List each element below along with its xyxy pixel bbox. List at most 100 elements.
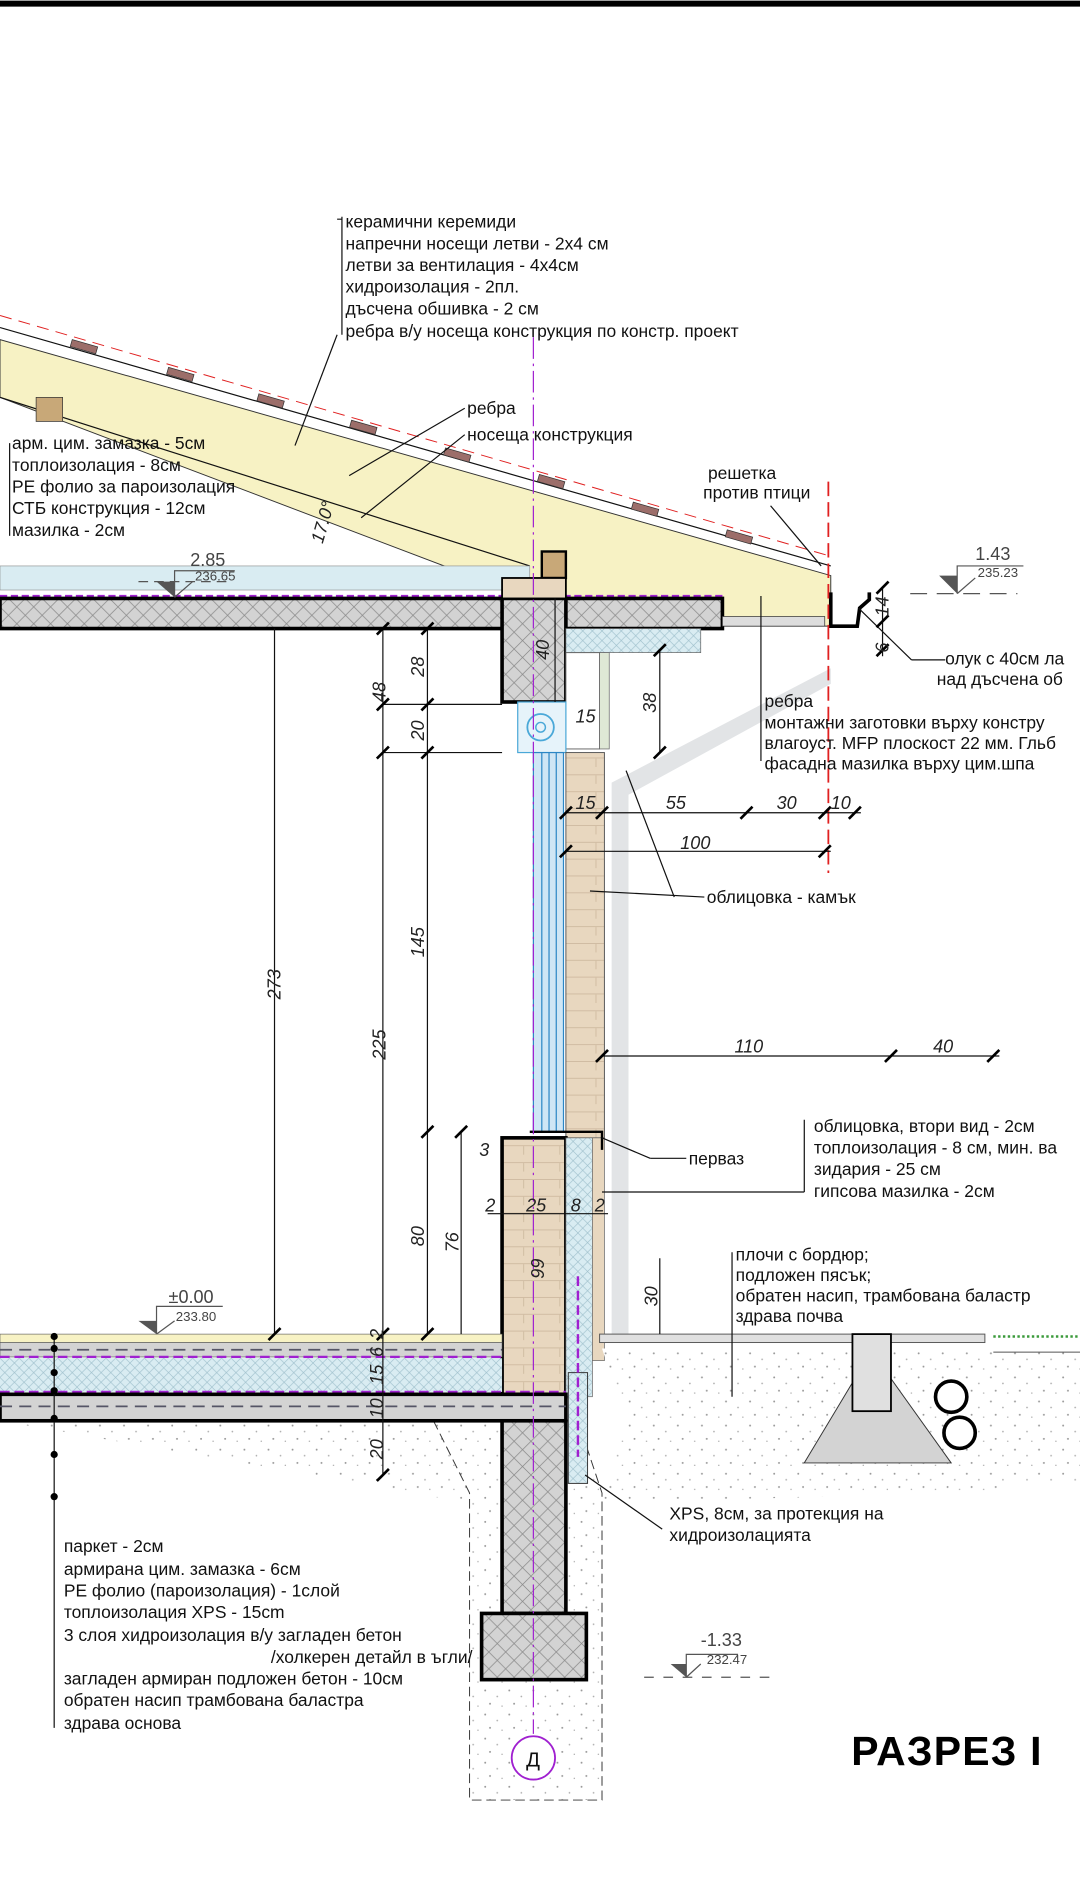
attic-slab-layer: топлоизолация - 8см xyxy=(12,455,181,475)
dimension-label: 6 xyxy=(873,642,893,653)
elevation-marker: ±0.00 233.80 xyxy=(138,1287,223,1335)
svg-text:-1.33: -1.33 xyxy=(701,1630,742,1650)
dimension-ticks xyxy=(267,580,1001,1482)
axis-marker xyxy=(510,1735,556,1781)
gutter-note: над дъсчена об xyxy=(937,669,1063,689)
dimension-label: 80 xyxy=(408,1226,428,1246)
svg-text:232.47: 232.47 xyxy=(707,1652,747,1667)
roof-layer: напречни носещи летви - 2х4 см xyxy=(346,233,609,253)
floor-layer: здрава основа xyxy=(64,1713,182,1733)
eave-layer: ребра xyxy=(765,691,814,711)
wall-layer: гипсова мазилка - 2см xyxy=(814,1181,995,1201)
dimension-label: 3 xyxy=(479,1140,489,1160)
attic-slab xyxy=(0,596,725,631)
dimension-label: 15 xyxy=(367,1364,387,1385)
dimension-label: 2 xyxy=(594,1195,605,1215)
sill-note: перваз xyxy=(689,1148,744,1168)
floor-concrete xyxy=(0,1392,568,1423)
dimension-label: 76 xyxy=(443,1231,463,1252)
dimension-label: 273 xyxy=(265,969,285,1000)
eave-layer: фасадна мазилка върху цим.шпа xyxy=(765,753,1035,773)
dimension-label: 99 xyxy=(528,1259,548,1279)
floor-layer: загладен армиран подложен бетон - 10см xyxy=(64,1668,403,1688)
wall-layer: топлоизолация - 8 см, мин. ва xyxy=(814,1137,1057,1157)
dimension-label: 25 xyxy=(525,1195,547,1215)
dimension-label: 48 xyxy=(369,682,389,702)
dimension-label: 15 xyxy=(576,706,597,726)
dimension-label: 225 xyxy=(369,1029,389,1061)
ribs-label: ребра xyxy=(467,398,516,418)
xps-note: хидроизолацията xyxy=(669,1525,811,1545)
rafter-block xyxy=(35,397,63,422)
dimension-label: 6 xyxy=(367,1346,387,1357)
attic-slab-layer: арм. цим. замазка - 5см xyxy=(12,433,205,453)
dimension-lines xyxy=(273,587,1000,1475)
eave-layer: влагоуст. MFP плоскост 22 мм. Гльб xyxy=(765,733,1056,753)
attic-slab-layer: мазилка - 2см xyxy=(12,520,125,540)
gutter xyxy=(828,592,872,628)
dimension-label: 15 xyxy=(576,793,597,813)
elevation-marker: -1.33 232.47 xyxy=(644,1630,771,1678)
pavement-layer: обратен насип, трамбована баластр xyxy=(736,1286,1031,1306)
roof-layer: хидроизолация - 2пл. xyxy=(346,277,520,297)
roof-layer: дъсчена обшивка - 2 см xyxy=(346,298,539,318)
attic-slab-layer: СТБ конструкция - 12см xyxy=(12,498,205,518)
roof-layer: керамични керемиди xyxy=(346,212,517,232)
shutter-roll-icon xyxy=(526,713,555,742)
floor-layer: /холкерен детайл в ъгли/ xyxy=(271,1647,473,1667)
window-sill xyxy=(529,1130,604,1150)
roof-layer: ребра в/у носеща конструкция по констр. … xyxy=(346,321,739,341)
dimension-label: 30 xyxy=(777,793,797,813)
floor-layer: 3 слоя хидроизолация в/у загладен бетон xyxy=(64,1625,402,1645)
dimension-label: 100 xyxy=(680,833,710,853)
pavement-layer: плочи с бордюр; xyxy=(736,1245,869,1265)
section-title: РАЗРЕЗ I xyxy=(851,1728,1042,1774)
roof-layer: летви за вентилация - 4х4см xyxy=(346,255,579,275)
dimension-label: 20 xyxy=(367,1439,387,1460)
pavement xyxy=(599,1333,1080,1464)
gutter-note: олук с 40см ла xyxy=(945,649,1064,669)
dimension-label: 8 xyxy=(571,1195,581,1215)
floor-layer: РЕ фолио (пароизолация) - 1слой xyxy=(64,1581,340,1601)
dimension-label: 14 xyxy=(873,596,893,616)
bearing-structure-label: носеща конструкция xyxy=(467,425,633,445)
floor-layer: армирана цим. замазка - 6см xyxy=(64,1559,301,1579)
dimension-label: 30 xyxy=(641,1286,661,1306)
svg-text:236.65: 236.65 xyxy=(195,568,235,583)
dimension-label: 145 xyxy=(408,926,428,957)
dimension-label: 10 xyxy=(831,793,851,813)
attic-slab-layer: РЕ фолио за пароизолация xyxy=(12,476,235,496)
floor-layer: паркет - 2см xyxy=(64,1536,164,1556)
svg-text:233.80: 233.80 xyxy=(176,1309,216,1324)
eave-layer: монтажни заготовки върху констру xyxy=(765,712,1045,732)
dimension-label: 10 xyxy=(367,1398,387,1418)
dimension-label: 2 xyxy=(484,1195,495,1215)
pavement-layer: здрава почва xyxy=(736,1306,844,1326)
dimension-label: 2 xyxy=(367,1329,387,1340)
dimension-label: 110 xyxy=(734,1036,763,1056)
svg-text:2.85: 2.85 xyxy=(190,550,225,570)
curb xyxy=(851,1333,892,1413)
dimension-label: 38 xyxy=(640,693,660,713)
dimension-label: 20 xyxy=(408,720,428,741)
dimension-label: 55 xyxy=(666,793,687,813)
bird-grille-label: решетка xyxy=(708,463,777,483)
floor-xps xyxy=(0,1358,503,1392)
cladding-note: облицовка - камък xyxy=(707,887,856,907)
drain-pipe xyxy=(942,1415,978,1451)
drain-pipe xyxy=(933,1379,969,1415)
svg-text:1.43: 1.43 xyxy=(975,544,1010,564)
dimension-label: 40 xyxy=(533,640,553,660)
roller-shutter-box xyxy=(517,701,567,754)
svg-text:±0.00: ±0.00 xyxy=(169,1287,214,1307)
xps-note: XPS, 8см, за протекция на xyxy=(669,1504,883,1524)
roof-tiles xyxy=(69,339,754,545)
elevation-marker: 1.43 235.23 xyxy=(910,544,1024,595)
svg-text:235.23: 235.23 xyxy=(978,565,1018,580)
axis-marker-label: Д xyxy=(526,1748,540,1771)
pavement-layer: подложен пясък; xyxy=(736,1265,872,1285)
bird-grille-label: против птици xyxy=(703,483,810,503)
wall-layer: облицовка, втори вид - 2см xyxy=(814,1116,1035,1136)
floor-layer: топлоизолация XPS - 15cm xyxy=(64,1602,285,1622)
